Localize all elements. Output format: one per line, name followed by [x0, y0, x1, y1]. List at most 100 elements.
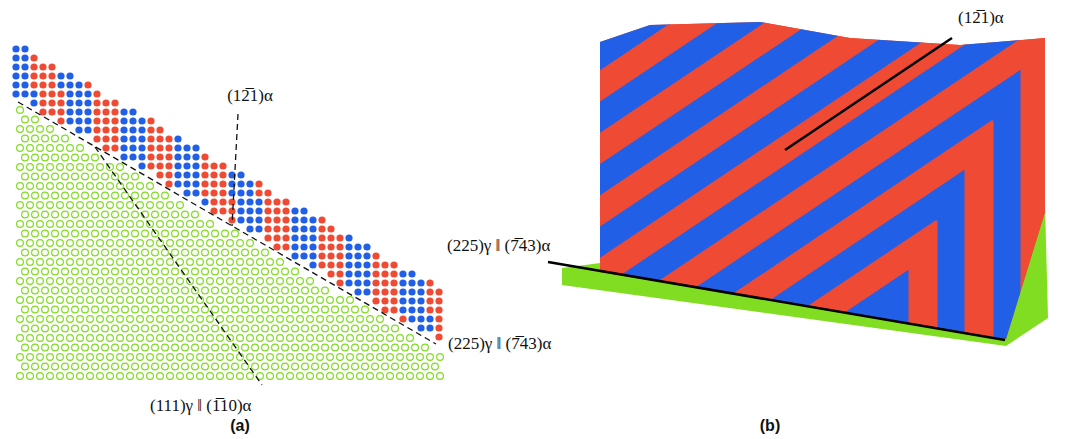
- plane-trace: [232, 114, 238, 226]
- martensite-atom: [120, 126, 127, 133]
- austenite-atom: [392, 344, 399, 351]
- austenite-atom: [112, 192, 119, 199]
- austenite-atom: [47, 259, 54, 266]
- austenite-atom: [117, 373, 124, 380]
- austenite-atom: [42, 211, 49, 218]
- austenite-atom: [342, 325, 349, 332]
- austenite-atom: [102, 325, 109, 332]
- austenite-atom: [232, 287, 239, 294]
- austenite-atom: [192, 249, 199, 256]
- austenite-atom: [197, 221, 204, 228]
- austenite-atom: [122, 325, 129, 332]
- martensite-atom: [255, 198, 262, 205]
- austenite-atom: [37, 278, 44, 285]
- austenite-atom: [52, 249, 59, 256]
- austenite-atom: [162, 211, 169, 218]
- austenite-atom: [267, 297, 274, 304]
- martensite-atom: [426, 315, 433, 322]
- austenite-atom: [142, 325, 149, 332]
- austenite-atom: [142, 249, 149, 256]
- martensite-atom: [165, 144, 172, 151]
- variant-band: [0, 295, 895, 439]
- martensite-atom: [327, 252, 334, 259]
- martensite-atom: [390, 279, 397, 286]
- martensite-atom: [291, 252, 298, 259]
- martensite-atom: [300, 243, 307, 250]
- martensite-atom: [237, 198, 244, 205]
- austenite-atom: [257, 335, 264, 342]
- martensite-atom: [57, 117, 64, 124]
- austenite-atom: [357, 316, 364, 323]
- austenite-atom: [142, 344, 149, 351]
- austenite-atom: [57, 202, 64, 209]
- austenite-atom: [17, 354, 24, 361]
- austenite-atom: [72, 192, 79, 199]
- martensite-atom: [111, 144, 118, 151]
- austenite-atom: [247, 240, 254, 247]
- austenite-atom: [392, 363, 399, 370]
- austenite-atom: [122, 287, 129, 294]
- martensite-atom: [363, 252, 370, 259]
- martensite-atom: [264, 216, 271, 223]
- austenite-atom: [52, 363, 59, 370]
- austenite-atom: [252, 306, 259, 313]
- austenite-atom: [212, 268, 219, 275]
- martensite-atom: [120, 135, 127, 142]
- austenite-atom: [142, 268, 149, 275]
- austenite-atom: [272, 363, 279, 370]
- austenite-atom: [72, 287, 79, 294]
- martensite-atom: [264, 189, 271, 196]
- martensite-atom: [12, 63, 19, 70]
- austenite-atom: [52, 268, 59, 275]
- austenite-atom: [32, 306, 39, 313]
- austenite-atom: [62, 344, 69, 351]
- austenite-atom: [47, 202, 54, 209]
- austenite-atom: [82, 363, 89, 370]
- austenite-atom: [202, 249, 209, 256]
- austenite-atom: [362, 344, 369, 351]
- martensite-atom: [273, 207, 280, 214]
- austenite-atom: [17, 259, 24, 266]
- austenite-atom: [227, 259, 234, 266]
- austenite-atom: [87, 202, 94, 209]
- austenite-atom: [32, 249, 39, 256]
- martensite-atom: [183, 180, 190, 187]
- martensite-atom: [228, 198, 235, 205]
- austenite-atom: [172, 344, 179, 351]
- austenite-atom: [327, 354, 334, 361]
- austenite-atom: [242, 306, 249, 313]
- austenite-atom: [132, 230, 139, 237]
- austenite-atom: [97, 316, 104, 323]
- panel-label: (a): [228, 416, 252, 436]
- austenite-atom: [97, 354, 104, 361]
- austenite-atom: [167, 335, 174, 342]
- austenite-atom: [117, 240, 124, 247]
- martensite-atom: [102, 99, 109, 106]
- austenite-atom: [52, 344, 59, 351]
- austenite-atom: [257, 278, 264, 285]
- austenite-atom: [182, 306, 189, 313]
- austenite-atom: [292, 268, 299, 275]
- austenite-atom: [182, 363, 189, 370]
- martensite-atom: [354, 252, 361, 259]
- austenite-atom: [167, 202, 174, 209]
- austenite-atom: [157, 316, 164, 323]
- martensite-atom: [390, 270, 397, 277]
- austenite-atom: [137, 259, 144, 266]
- austenite-atom: [77, 164, 84, 171]
- martensite-atom: [390, 297, 397, 304]
- austenite-atom: [27, 126, 34, 133]
- austenite-atom: [257, 354, 264, 361]
- martensite-atom: [345, 234, 352, 241]
- austenite-atom: [142, 230, 149, 237]
- austenite-atom: [307, 297, 314, 304]
- austenite-atom: [32, 325, 39, 332]
- austenite-atom: [167, 316, 174, 323]
- austenite-atom: [252, 268, 259, 275]
- austenite-atom: [172, 363, 179, 370]
- martensite-atom: [309, 225, 316, 232]
- martensite-atom: [399, 270, 406, 277]
- austenite-atom: [182, 287, 189, 294]
- austenite-atom: [262, 363, 269, 370]
